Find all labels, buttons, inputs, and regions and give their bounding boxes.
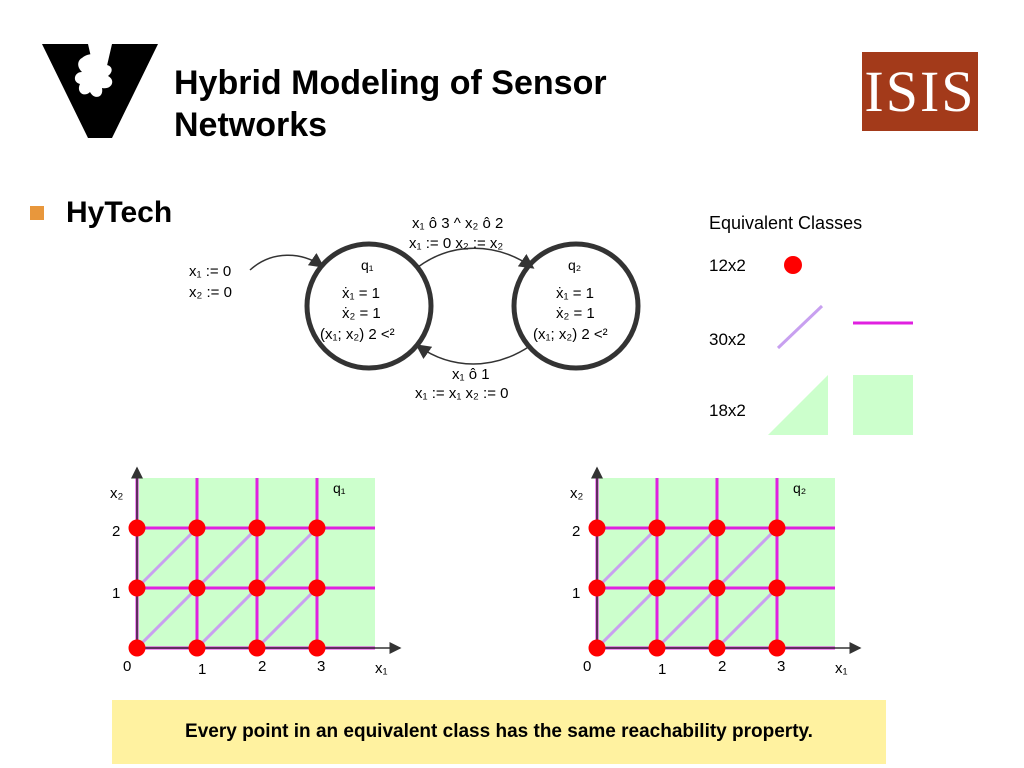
x-axis-label: x₁ (835, 660, 848, 677)
diagonal-line (135, 526, 199, 590)
x-tick-label: 3 (777, 658, 785, 675)
integer-point (708, 519, 726, 537)
isis-logo-text: ISIS (864, 58, 976, 124)
init-reset-1: x₁ := 0 (189, 263, 231, 280)
integer-point (768, 639, 786, 657)
diagonal-line (595, 526, 659, 590)
init-reset-2: x₂ := 0 (189, 284, 232, 301)
hybrid-automaton-diagram: x₁ := 0 x₂ := 0 q₁ ẋ₁ = 1 ẋ₂ = 1 (x₁; x₂… (189, 215, 641, 402)
y-axis-label: x₂ (570, 485, 584, 502)
integer-point (248, 579, 266, 597)
state-q2-invariant: (x₁; x₂) 2 <² (533, 326, 608, 343)
x-tick-label: 2 (718, 658, 726, 675)
integer-point (188, 639, 206, 657)
integer-point (588, 639, 606, 657)
legend-swatches (768, 256, 913, 435)
region-plot-q1: x₂ x₁ q₁ 0 1 2 3 1 2 (110, 466, 402, 678)
y-tick-label: 1 (572, 585, 580, 602)
initial-arrow (249, 252, 325, 271)
integer-point (248, 519, 266, 537)
integer-point (128, 639, 146, 657)
transition-q1-q2 (417, 247, 535, 269)
transition-q1-q2-reset: x₁ := 0 x₂ := x₂ (409, 235, 503, 252)
integer-point (648, 639, 666, 657)
integer-point (128, 519, 146, 537)
title-line-1: Hybrid Modeling of Sensor (174, 64, 607, 102)
diagonal-line (255, 586, 319, 650)
integer-point (588, 519, 606, 537)
state-q1-invariant: (x₁; x₂) 2 <² (320, 326, 395, 343)
state-q1-flow-1: ẋ₁ = 1 (342, 285, 380, 302)
transition-q2-q1 (415, 344, 531, 365)
y-tick-label: 2 (572, 523, 580, 540)
y-tick-label: 1 (112, 585, 120, 602)
x-tick-label: 0 (123, 658, 131, 675)
x-axis-label: x₁ (375, 660, 388, 677)
x-tick-label: 3 (317, 658, 325, 675)
title-line-2: Networks (174, 106, 328, 144)
bullet-square-icon (30, 206, 44, 220)
state-q1-name: q₁ (361, 257, 374, 273)
integer-point (768, 519, 786, 537)
plot-state-label: q₁ (333, 480, 346, 496)
integer-point (308, 579, 326, 597)
isis-logo: ISIS (862, 52, 978, 131)
caption-text: Every point in an equivalent class has t… (185, 721, 813, 742)
legend-label-points: 12x2 (709, 256, 746, 275)
y-axis-label: x₂ (110, 485, 124, 502)
integer-point (308, 519, 326, 537)
caption-box: Every point in an equivalent class has t… (112, 700, 886, 764)
x-tick-label: 1 (658, 661, 666, 678)
state-q2-name: q₂ (568, 257, 581, 273)
slide-title: Hybrid Modeling of Sensor Networks (174, 62, 607, 146)
plot-state-label: q₂ (793, 480, 806, 496)
bullet-row: HyTech (30, 196, 172, 230)
integer-point (128, 579, 146, 597)
legend-square-swatch (853, 375, 913, 435)
bullet-text: HyTech (66, 196, 173, 229)
integer-point (708, 579, 726, 597)
integer-point (648, 579, 666, 597)
integer-point (708, 639, 726, 657)
transition-q2-q1-guard: x₁ ô 1 (452, 366, 490, 383)
legend-label-regions: 18x2 (709, 401, 746, 420)
diagonal-line (715, 586, 779, 650)
region-plot-q2: x₂ x₁ q₂ 0 1 2 3 1 2 (570, 466, 862, 678)
x-tick-label: 2 (258, 658, 266, 675)
state-q1-flow-2: ẋ₂ = 1 (342, 305, 381, 322)
state-q2-flow-1: ẋ₁ = 1 (556, 285, 594, 302)
integer-point (648, 519, 666, 537)
integer-point (588, 579, 606, 597)
transition-q2-q1-reset: x₁ := x₁ x₂ := 0 (415, 385, 508, 402)
legend-triangle-swatch (768, 375, 828, 435)
state-q2 (511, 241, 641, 371)
integer-point (188, 579, 206, 597)
legend-diagonal-swatch (776, 304, 824, 350)
x-tick-label: 0 (583, 658, 591, 675)
integer-point (248, 639, 266, 657)
y-tick-label: 2 (112, 523, 120, 540)
legend-point-swatch (784, 256, 802, 274)
state-q1 (304, 241, 434, 371)
legend-heading: Equivalent Classes (709, 213, 863, 233)
integer-point (768, 579, 786, 597)
transition-q1-q2-guard: x₁ ô 3 ^ x₂ ô 2 (412, 215, 503, 232)
x-tick-label: 1 (198, 661, 206, 678)
integer-point (188, 519, 206, 537)
vanderbilt-logo-icon (42, 44, 158, 138)
state-q2-flow-2: ẋ₂ = 1 (556, 305, 595, 322)
legend-label-lines: 30x2 (709, 330, 746, 349)
integer-point (308, 639, 326, 657)
